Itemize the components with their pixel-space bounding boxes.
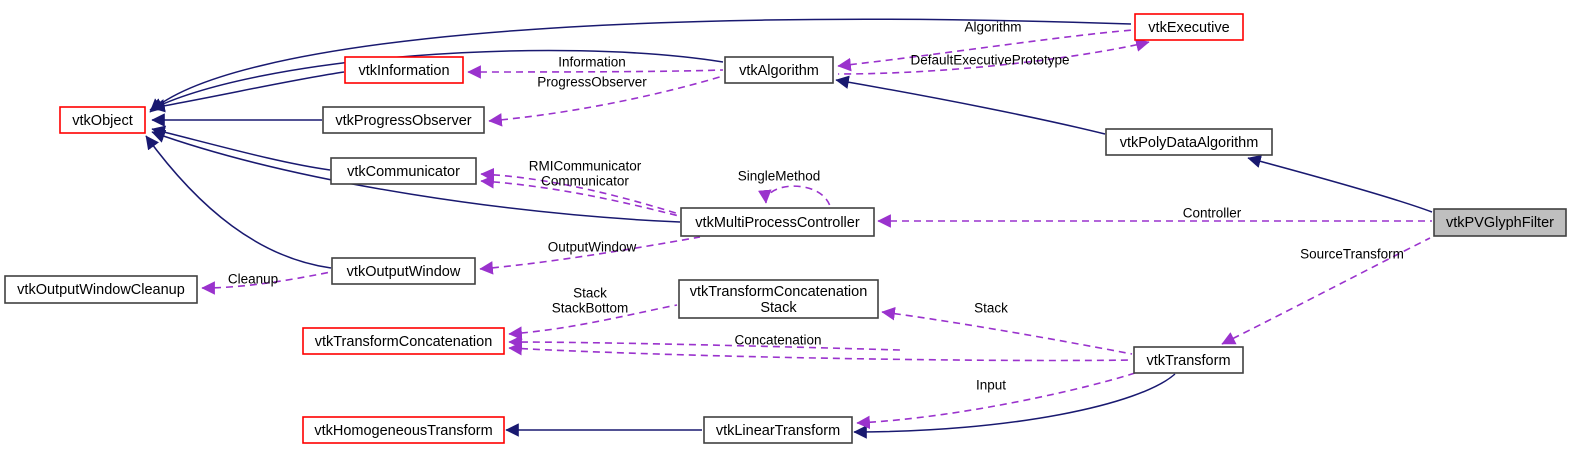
node-box-vtkexecutive[interactable] bbox=[1134, 13, 1244, 41]
edge-vtkobject-vtkalgorithm bbox=[149, 49, 724, 111]
node-vtkPolyDataAlgorithm[interactable]: vtkPolyDataAlgorithm bbox=[1105, 128, 1273, 156]
edge-cleanup bbox=[201, 271, 332, 295]
node-box-vtklineartransform[interactable] bbox=[703, 416, 853, 444]
node-vtkMultiProcessController[interactable]: vtkMultiProcessController bbox=[680, 207, 875, 237]
edge-label-controller: Controller bbox=[1183, 206, 1242, 221]
edge-label-concatenation: Concatenation bbox=[734, 333, 821, 348]
node-box-vtktransformconcatenationstack[interactable] bbox=[678, 279, 879, 319]
node-box-vtkhomogeneoustransform[interactable] bbox=[302, 416, 505, 444]
node-box-vtktransform[interactable] bbox=[1133, 346, 1244, 374]
node-box-vtkoutputwindow[interactable] bbox=[331, 257, 476, 285]
edge-vtkobject-vtkmultiprocesscontroller bbox=[151, 129, 681, 223]
node-vtkTransformConcatenationStack[interactable]: vtkTransformConcatenation Stack bbox=[678, 279, 879, 319]
node-vtkPVGlyphFilter[interactable]: vtkPVGlyphFilter bbox=[1433, 208, 1567, 237]
edge-defaultexecutiveprototype bbox=[837, 38, 1150, 75]
edge-vtklineartransform-vtktransform bbox=[853, 373, 1176, 439]
node-box-vtkpvglyphfilter[interactable] bbox=[1433, 208, 1567, 237]
edge-vtkobject-vtkinformation bbox=[151, 71, 345, 113]
node-vtkCommunicator[interactable]: vtkCommunicator bbox=[330, 157, 477, 185]
edge-stack-top bbox=[508, 304, 678, 340]
node-box-vtkprogressobserver[interactable] bbox=[322, 106, 485, 134]
edge-stack-right bbox=[881, 306, 1133, 355]
edge-label-information: Information bbox=[558, 55, 626, 70]
node-box-vtkobject[interactable] bbox=[59, 106, 146, 134]
edge-input bbox=[856, 371, 1139, 430]
node-vtkLinearTransform[interactable]: vtkLinearTransform bbox=[703, 416, 853, 444]
node-vtkHomogeneousTransform[interactable]: vtkHomogeneousTransform bbox=[302, 416, 505, 444]
node-vtkAlgorithm[interactable]: vtkAlgorithm bbox=[724, 56, 834, 84]
edge-sourcetransform bbox=[1221, 237, 1431, 345]
inheritance-edges bbox=[145, 18, 1433, 439]
edge-singlemethod bbox=[758, 185, 831, 207]
edge-vtkalgorithm-vtkpolydataalgorithm bbox=[835, 75, 1106, 135]
edge-label-output-window: OutputWindow bbox=[548, 240, 637, 255]
node-box-vtkpolydataalgorithm[interactable] bbox=[1105, 128, 1273, 156]
edge-communicator bbox=[480, 175, 680, 217]
node-box-vtkalgorithm[interactable] bbox=[724, 56, 834, 84]
edge-label-stack-right: Stack bbox=[974, 301, 1008, 316]
edge-label-rmi-communicator: RMICommunicator bbox=[529, 159, 642, 174]
node-box-vtkcommunicator[interactable] bbox=[330, 157, 477, 185]
node-box-vtkoutputwindowcleanup[interactable] bbox=[4, 275, 198, 304]
node-vtkExecutive[interactable]: vtkExecutive bbox=[1134, 13, 1244, 41]
edge-vtkpolydataalgorithm-vtkpvglyphfilter bbox=[1247, 154, 1433, 213]
node-vtkTransformConcatenation[interactable]: vtkTransformConcatenation bbox=[302, 327, 505, 355]
edge-label-stack-bottom: StackBottom bbox=[552, 301, 629, 316]
edge-label-input: Input bbox=[976, 378, 1006, 393]
edge-label-single-method: SingleMethod bbox=[738, 169, 821, 184]
edge-label-progress-observer: ProgressObserver bbox=[537, 75, 647, 90]
edge-stackbottom bbox=[508, 335, 901, 351]
usage-edges bbox=[201, 29, 1432, 430]
node-vtkOutputWindow[interactable]: vtkOutputWindow bbox=[331, 257, 476, 285]
node-box-vtktransformconcatenation[interactable] bbox=[302, 327, 505, 355]
edge-information bbox=[467, 65, 724, 79]
node-vtkProgressObserver[interactable]: vtkProgressObserver bbox=[322, 106, 485, 134]
node-vtkTransform[interactable]: vtkTransform bbox=[1133, 346, 1244, 374]
edge-vtkobject-vtkexecutive bbox=[149, 18, 1132, 113]
nodes: vtkObject vtkInformation vtkProgressObse… bbox=[4, 13, 1567, 444]
node-vtkOutputWindowCleanup[interactable]: vtkOutputWindowCleanup bbox=[4, 275, 198, 304]
node-box-vtkmultiprocesscontroller[interactable] bbox=[680, 207, 875, 237]
edge-label-algorithm: Algorithm bbox=[964, 20, 1021, 35]
edge-label-communicator: Communicator bbox=[541, 174, 629, 189]
edge-progressobserver bbox=[488, 75, 724, 127]
edge-label-stack-top: Stack bbox=[573, 286, 607, 301]
edge-outputwindow bbox=[479, 236, 701, 275]
edge-concatenation bbox=[508, 341, 1133, 362]
edge-vtkobject-vtkcommunicator bbox=[151, 125, 331, 171]
edge-rmicommunicator bbox=[480, 167, 680, 215]
edge-algorithm bbox=[837, 29, 1134, 72]
edge-vtkobject-vtkoutputwindow bbox=[145, 135, 332, 269]
node-vtkInformation[interactable]: vtkInformation bbox=[344, 56, 464, 84]
node-vtkObject[interactable]: vtkObject bbox=[59, 106, 146, 134]
node-box-vtkinformation[interactable] bbox=[344, 56, 464, 84]
